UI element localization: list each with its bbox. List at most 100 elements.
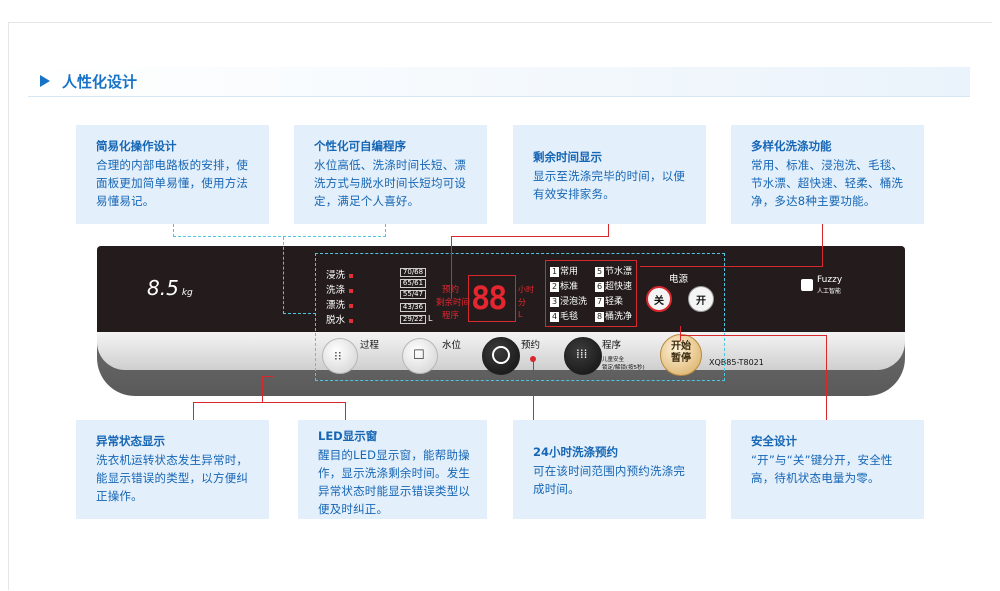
program-label: 节水漂 xyxy=(605,267,633,277)
stage-spin: 脱水 xyxy=(326,312,354,326)
callout-line xyxy=(640,266,823,267)
process-label: 过程 xyxy=(360,340,380,351)
feature-title: 异常状态显示 xyxy=(96,434,165,448)
program-number: 7 xyxy=(595,297,604,307)
callout-line xyxy=(451,236,452,299)
water-level-value: 55/47 xyxy=(400,290,426,299)
process-button[interactable]: ⁝⁝ xyxy=(322,338,358,374)
program-label: 常用 xyxy=(560,267,579,277)
feature-body: 可在该时间范围内预约洗涤完成时间。 xyxy=(533,464,686,496)
stage-label: 漂洗 xyxy=(326,300,346,311)
child-lock-sublabel: 锁定/解锁(按5秒) xyxy=(602,365,645,371)
power-on-button[interactable]: 开 xyxy=(688,286,714,312)
pause-label: 暂停 xyxy=(671,353,691,364)
feature-box-24h-reservation: 24小时洗涤预约 可在该时间范围内预约洗涤完成时间。 xyxy=(513,420,706,519)
callout-line xyxy=(451,236,609,237)
feature-box-abnormal-status: 异常状态显示 洗衣机运转状态发生异常时，能显示错误的类型，以方便纠正操作。 xyxy=(76,420,269,519)
stage-label: 脱水 xyxy=(326,315,346,326)
program-number: 3 xyxy=(550,297,559,307)
stage-soak: 浸洗 xyxy=(326,267,354,281)
water-level-button[interactable]: ☐ xyxy=(402,338,438,374)
child-lock-label: 儿童安全 xyxy=(602,357,625,363)
fuzzy-logo-icon xyxy=(801,279,813,291)
water-level-unit: L xyxy=(428,314,433,323)
power-off-label: 关 xyxy=(654,296,664,307)
callout-line xyxy=(680,326,681,341)
program-number: 5 xyxy=(595,267,604,277)
power-label: 电源 xyxy=(669,274,689,285)
feature-title: 剩余时间显示 xyxy=(533,150,602,164)
clock-icon xyxy=(492,346,510,364)
led-indicator xyxy=(349,273,354,278)
mid-label-remaining: 剩余时间 xyxy=(436,298,471,308)
callout-line xyxy=(826,335,827,420)
program-number: 2 xyxy=(550,282,559,292)
program-label: 桶洗净 xyxy=(605,312,633,322)
unit-minutes: 分 xyxy=(518,298,526,307)
feature-title: 安全设计 xyxy=(751,434,797,448)
capacity-value: 8.5 xyxy=(147,276,179,300)
water-level-value: 65/61 xyxy=(400,279,426,288)
start-label: 开始 xyxy=(671,341,691,352)
stage-label: 浸洗 xyxy=(326,270,346,281)
program-number: 1 xyxy=(550,267,559,277)
feature-body: “开”与“关”键分开，安全性高，待机状态电量为零。 xyxy=(751,453,893,485)
unit-liters: L xyxy=(518,310,523,319)
feature-box-simple-operation: 简易化操作设计 合理的内部电路板的安排，使面板更加简单易懂，使用方法易懂易记。 xyxy=(76,125,269,224)
feature-box-remaining-time: 剩余时间显示 显示至洗涤完毕的时间，以便有效安排家务。 xyxy=(513,125,706,224)
water-level-value: 70/68 xyxy=(400,268,426,277)
program-number: 6 xyxy=(595,282,604,292)
led-display: 88 xyxy=(468,275,516,322)
fuzzy-label: Fuzzy xyxy=(817,275,843,285)
feature-body: 常用、标准、浸泡洗、毛毯、节水漂、超快速、轻柔、桶洗净，多达8种主要功能。 xyxy=(751,158,904,208)
unit-hours: 小时 xyxy=(518,285,534,294)
highlight-dashed-panel xyxy=(315,253,725,381)
program-label: 轻柔 xyxy=(605,297,624,307)
fuzzy-sublabel: 人工智能 xyxy=(817,288,842,295)
led-digits: 88 xyxy=(471,279,508,317)
callout-dot xyxy=(530,356,536,362)
power-off-button[interactable]: 关 xyxy=(646,286,672,312)
callout-line xyxy=(822,224,823,267)
grid-dots-icon: ⁞⁞⁞ xyxy=(576,347,588,361)
panel-black-top xyxy=(97,246,905,332)
reserve-button[interactable] xyxy=(482,337,520,375)
program-list xyxy=(545,260,637,327)
program-label: 标准 xyxy=(560,282,579,292)
led-indicator xyxy=(349,318,354,323)
play-arrow-icon xyxy=(40,75,50,87)
led-indicator xyxy=(349,303,354,308)
program-label: 程序 xyxy=(602,340,622,351)
section-header: 人性化设计 xyxy=(28,67,970,97)
callout-line xyxy=(608,224,609,237)
callout-line xyxy=(262,376,263,402)
program-button[interactable]: ⁞⁞⁞ xyxy=(564,337,602,375)
mid-label-program: 程序 xyxy=(442,311,460,321)
feature-title: LED显示窗 xyxy=(318,429,378,443)
capacity-unit: kg xyxy=(181,288,193,298)
feature-box-safety: 安全设计 “开”与“关”键分开，安全性高，待机状态电量为零。 xyxy=(731,420,924,519)
program-label: 浸泡洗 xyxy=(560,297,588,307)
feature-body: 合理的内部电路板的安排，使面板更加简单易懂，使用方法易懂易记。 xyxy=(96,158,249,208)
callout-line xyxy=(193,402,345,403)
water-level-value: 29/22 xyxy=(400,315,426,324)
stage-wash: 洗涤 xyxy=(326,282,354,296)
led-indicator xyxy=(349,288,354,293)
callout-line xyxy=(193,402,194,420)
highlight-dashed-connector xyxy=(283,237,316,314)
mid-label-reserve: 预约 xyxy=(442,283,459,295)
feature-body: 醒目的LED显示窗，能帮助操作，显示洗涤剩余时间。发生异常状态时能显示错误类型以… xyxy=(318,448,471,516)
reserve-label: 预约 xyxy=(521,340,541,351)
start-pause-button[interactable]: 开始 暂停 xyxy=(660,334,702,376)
feature-title: 多样化洗涤功能 xyxy=(751,139,832,153)
feature-body: 洗衣机运转状态发生异常时，能显示错误的类型，以方便纠正操作。 xyxy=(96,453,249,503)
callout-line xyxy=(680,335,827,336)
